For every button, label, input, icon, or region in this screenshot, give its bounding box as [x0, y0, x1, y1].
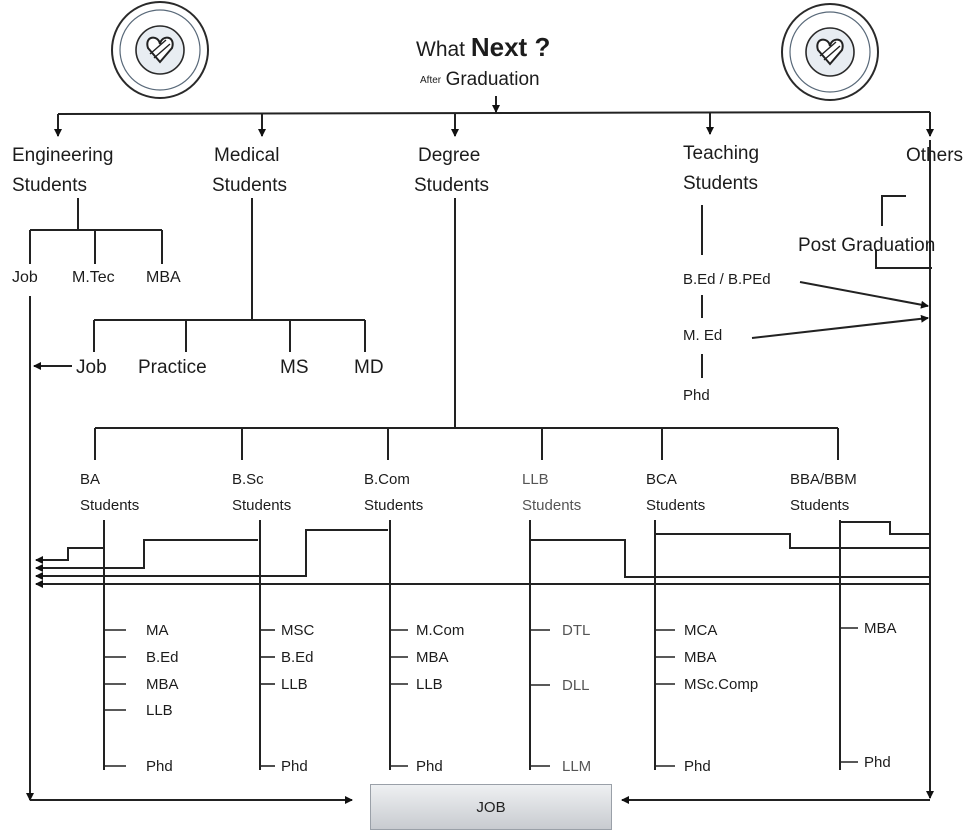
degree-label-2: Students — [414, 175, 489, 196]
llb-option: DTL — [562, 622, 591, 639]
title: What Next ? — [416, 34, 550, 60]
bsc-label-2: Students — [232, 497, 292, 514]
engineering-label-2: Students — [12, 175, 87, 196]
ba-label-2: Students — [80, 497, 140, 514]
subtitle: After Graduation — [420, 70, 540, 89]
llb-label-1: LLB — [522, 471, 549, 488]
teaching-option: M. Ed — [683, 327, 723, 344]
subtitle-main: Graduation — [445, 69, 540, 90]
post-graduation-label: Post Graduation — [798, 235, 936, 256]
ba-option: MA — [146, 622, 169, 639]
title-emphasis: Next ? — [470, 32, 551, 62]
bca-label-1: BCA — [646, 471, 677, 488]
bca-option: MSc.Comp — [684, 676, 759, 693]
medical-option: Practice — [138, 357, 207, 378]
medical-option: MD — [354, 357, 384, 378]
bca-label-2: Students — [646, 497, 706, 514]
teaching-option: B.Ed / B.PEd — [683, 271, 771, 288]
llb-option: DLL — [562, 677, 590, 694]
teaching-option: Phd — [683, 387, 710, 404]
left-seal-logo — [111, 1, 209, 99]
bcom-label-2: Students — [364, 497, 424, 514]
bca-option: Phd — [684, 758, 711, 775]
bsc-option: B.Ed — [281, 649, 314, 666]
subtitle-small: After — [420, 74, 442, 86]
ba-option: B.Ed — [146, 649, 179, 666]
ba-option: LLB — [146, 702, 173, 719]
job-box-label: JOB — [476, 798, 506, 816]
degree-label-1: Degree — [418, 145, 481, 166]
llb-label-2: Students — [522, 497, 582, 514]
ba-option: MBA — [146, 676, 179, 693]
bba-option: MBA — [864, 620, 897, 637]
engineering-option: Job — [12, 269, 38, 286]
bcom-label-1: B.Com — [364, 471, 410, 488]
bsc-option: MSC — [281, 622, 315, 639]
bba-option: Phd — [864, 754, 891, 771]
ba-option: Phd — [146, 758, 173, 775]
bcom-option: Phd — [416, 758, 443, 775]
llb-option: LLM — [562, 758, 592, 775]
bca-option: MBA — [684, 649, 717, 666]
top-bar — [57, 111, 931, 115]
right-seal-logo — [781, 3, 879, 101]
bsc-label-1: B.Sc — [232, 471, 264, 488]
bba-label-2: Students — [790, 497, 850, 514]
engineering-option: M.Tec — [72, 269, 115, 286]
bba-label-1: BBA/BBM — [790, 471, 857, 488]
ba-label-1: BA — [80, 471, 101, 488]
medical-label-1: Medical — [214, 145, 280, 166]
bcom-option: LLB — [416, 676, 443, 693]
teaching-label-2: Students — [683, 173, 758, 194]
engineering-option: MBA — [146, 269, 181, 286]
medical-label-2: Students — [212, 175, 287, 196]
engineering-label-1: Engineering — [12, 145, 114, 166]
others-label: Others — [906, 145, 964, 166]
bsc-option: Phd — [281, 758, 308, 775]
bcom-option: MBA — [416, 649, 449, 666]
title-prefix: What — [416, 38, 466, 61]
bca-option: MCA — [684, 622, 718, 639]
job-box: JOB — [370, 784, 612, 830]
bcom-option: M.Com — [416, 622, 465, 639]
bsc-option: LLB — [281, 676, 308, 693]
medical-option: MS — [280, 357, 309, 378]
medical-option: Job — [76, 357, 107, 378]
teaching-label-1: Teaching — [683, 143, 760, 164]
